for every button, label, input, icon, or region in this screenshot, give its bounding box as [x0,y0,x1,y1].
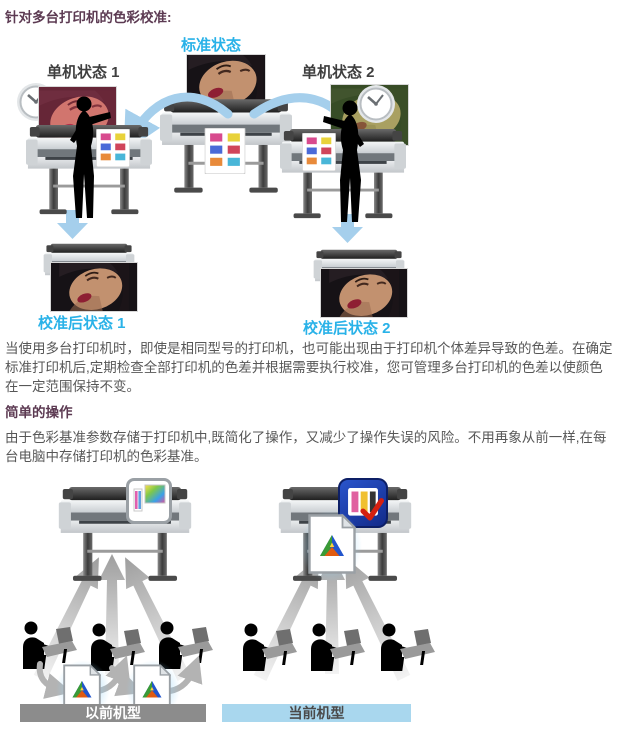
unit2-operator-silhouette [322,100,376,224]
user-with-laptop [306,622,366,672]
paragraph-multi-printer: 当使用多台打印机时，即使是相同型号的打印机，也可能出现由于打印机个体差异导致的色… [5,341,613,394]
unit-state-1-label: 单机状态 1 [47,64,120,81]
previous-model-bar: 以前机型 [20,704,206,722]
calibration-diagram: 标准状态 单机状态 1 单机状态 2 [0,34,620,337]
calibrated-state-2-label: 校准后状态 2 [303,320,391,337]
calibrated2-print-image [320,268,408,318]
user-with-laptop [238,622,298,672]
unit1-operator-silhouette [58,96,112,220]
unit-state-2-label: 单机状态 2 [302,64,375,81]
calibrated-state-1-label: 校准后状态 1 [38,315,126,332]
paragraph-simple-operation: 由于色彩基准参数存储于打印机中,既简化了操作，又减少了操作失误的风险。不用再象从… [5,430,607,464]
user-with-laptop [376,622,436,672]
calibrated1-print-image [50,262,138,312]
section-heading-multi-printer: 针对多台打印机的色彩校准: [5,10,172,25]
standard-state-label: 标准状态 [181,37,242,54]
previous-profile-icon [126,478,172,524]
model-comparison-diagram: 以前机型 当前机型 [0,478,620,731]
current-model-bar: 当前机型 [222,704,411,722]
section-heading-simple-operation: 简单的操作 [5,405,73,420]
